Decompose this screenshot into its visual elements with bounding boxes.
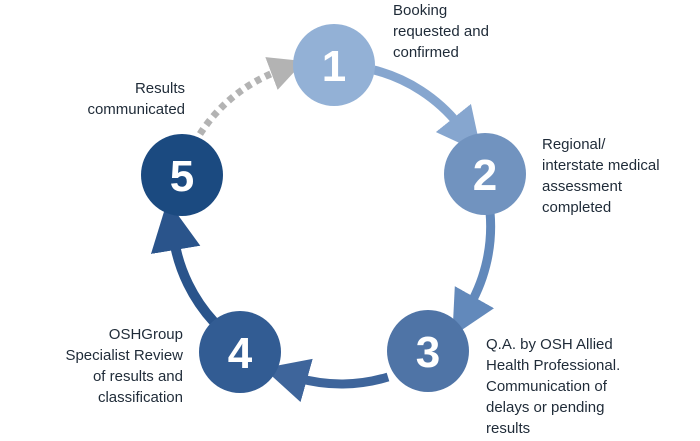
step-number-3: 3 [416, 328, 440, 377]
arrow-3-to-4 [263, 358, 390, 403]
step-node-3: 3 [387, 310, 469, 392]
step-number-1: 1 [322, 42, 346, 91]
step-node-4: 4 [199, 311, 281, 393]
step-label-5: Results communicated [87, 80, 185, 118]
step-label-1: Booking requested and confirmed [393, 2, 489, 61]
arrow-1-to-2 [372, 65, 482, 154]
step-number-5: 5 [170, 152, 194, 201]
step-label-3: Q.A. by OSH Allied Health Professional. … [486, 336, 621, 437]
arrow-5-to-1-dashed [197, 57, 305, 136]
arrow-2-to-3 [452, 211, 496, 337]
step-node-1: 1 [293, 24, 375, 106]
step-number-2: 2 [473, 151, 497, 200]
step-node-5: 5 [141, 134, 223, 216]
arrow-4-to-5 [150, 200, 218, 326]
step-number-4: 4 [228, 329, 253, 378]
step-node-2: 2 [444, 133, 526, 215]
step-label-4: OSHGroup Specialist Review of results an… [65, 326, 183, 406]
step-label-2: Regional/ interstate medical assessment … [542, 136, 660, 216]
